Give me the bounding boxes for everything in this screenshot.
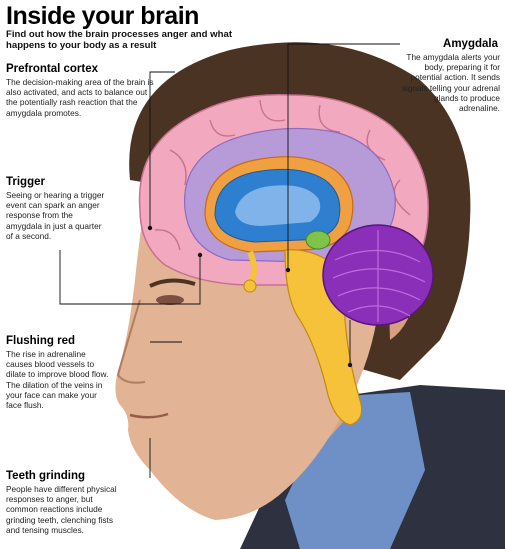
amygdala-region xyxy=(305,230,331,250)
nose xyxy=(116,299,146,384)
teeth-heading: Teeth grinding xyxy=(6,470,86,482)
amygdala-heading: Amygdala xyxy=(443,38,498,50)
flushing-heading: Flushing red xyxy=(6,335,75,347)
flushing-text: The rise in adrenaline causes blood vess… xyxy=(6,349,109,411)
callout-lines xyxy=(59,43,400,478)
page-subtitle: Find out how the brain processes anger a… xyxy=(6,29,233,51)
teeth-text: People have different physical responses… xyxy=(6,484,117,535)
eyebrow xyxy=(149,278,196,288)
cerebellum-folds xyxy=(332,230,426,322)
callout-dots xyxy=(147,225,353,368)
amygdala-text: The amygdala alerts your body, preparing… xyxy=(401,52,500,114)
eye xyxy=(156,295,184,305)
prefrontal-heading: Prefrontal cortex xyxy=(6,63,99,75)
mouth xyxy=(129,412,169,419)
trigger-text: Seeing or hearing a trigger event can sp… xyxy=(6,190,105,241)
prefrontal-text: The decision-making area of the brain is… xyxy=(6,77,154,118)
ventricle-inner xyxy=(235,185,321,226)
fornix-node xyxy=(243,279,257,293)
page-title: Inside your brain xyxy=(6,2,199,30)
trigger-heading: Trigger xyxy=(6,176,45,188)
